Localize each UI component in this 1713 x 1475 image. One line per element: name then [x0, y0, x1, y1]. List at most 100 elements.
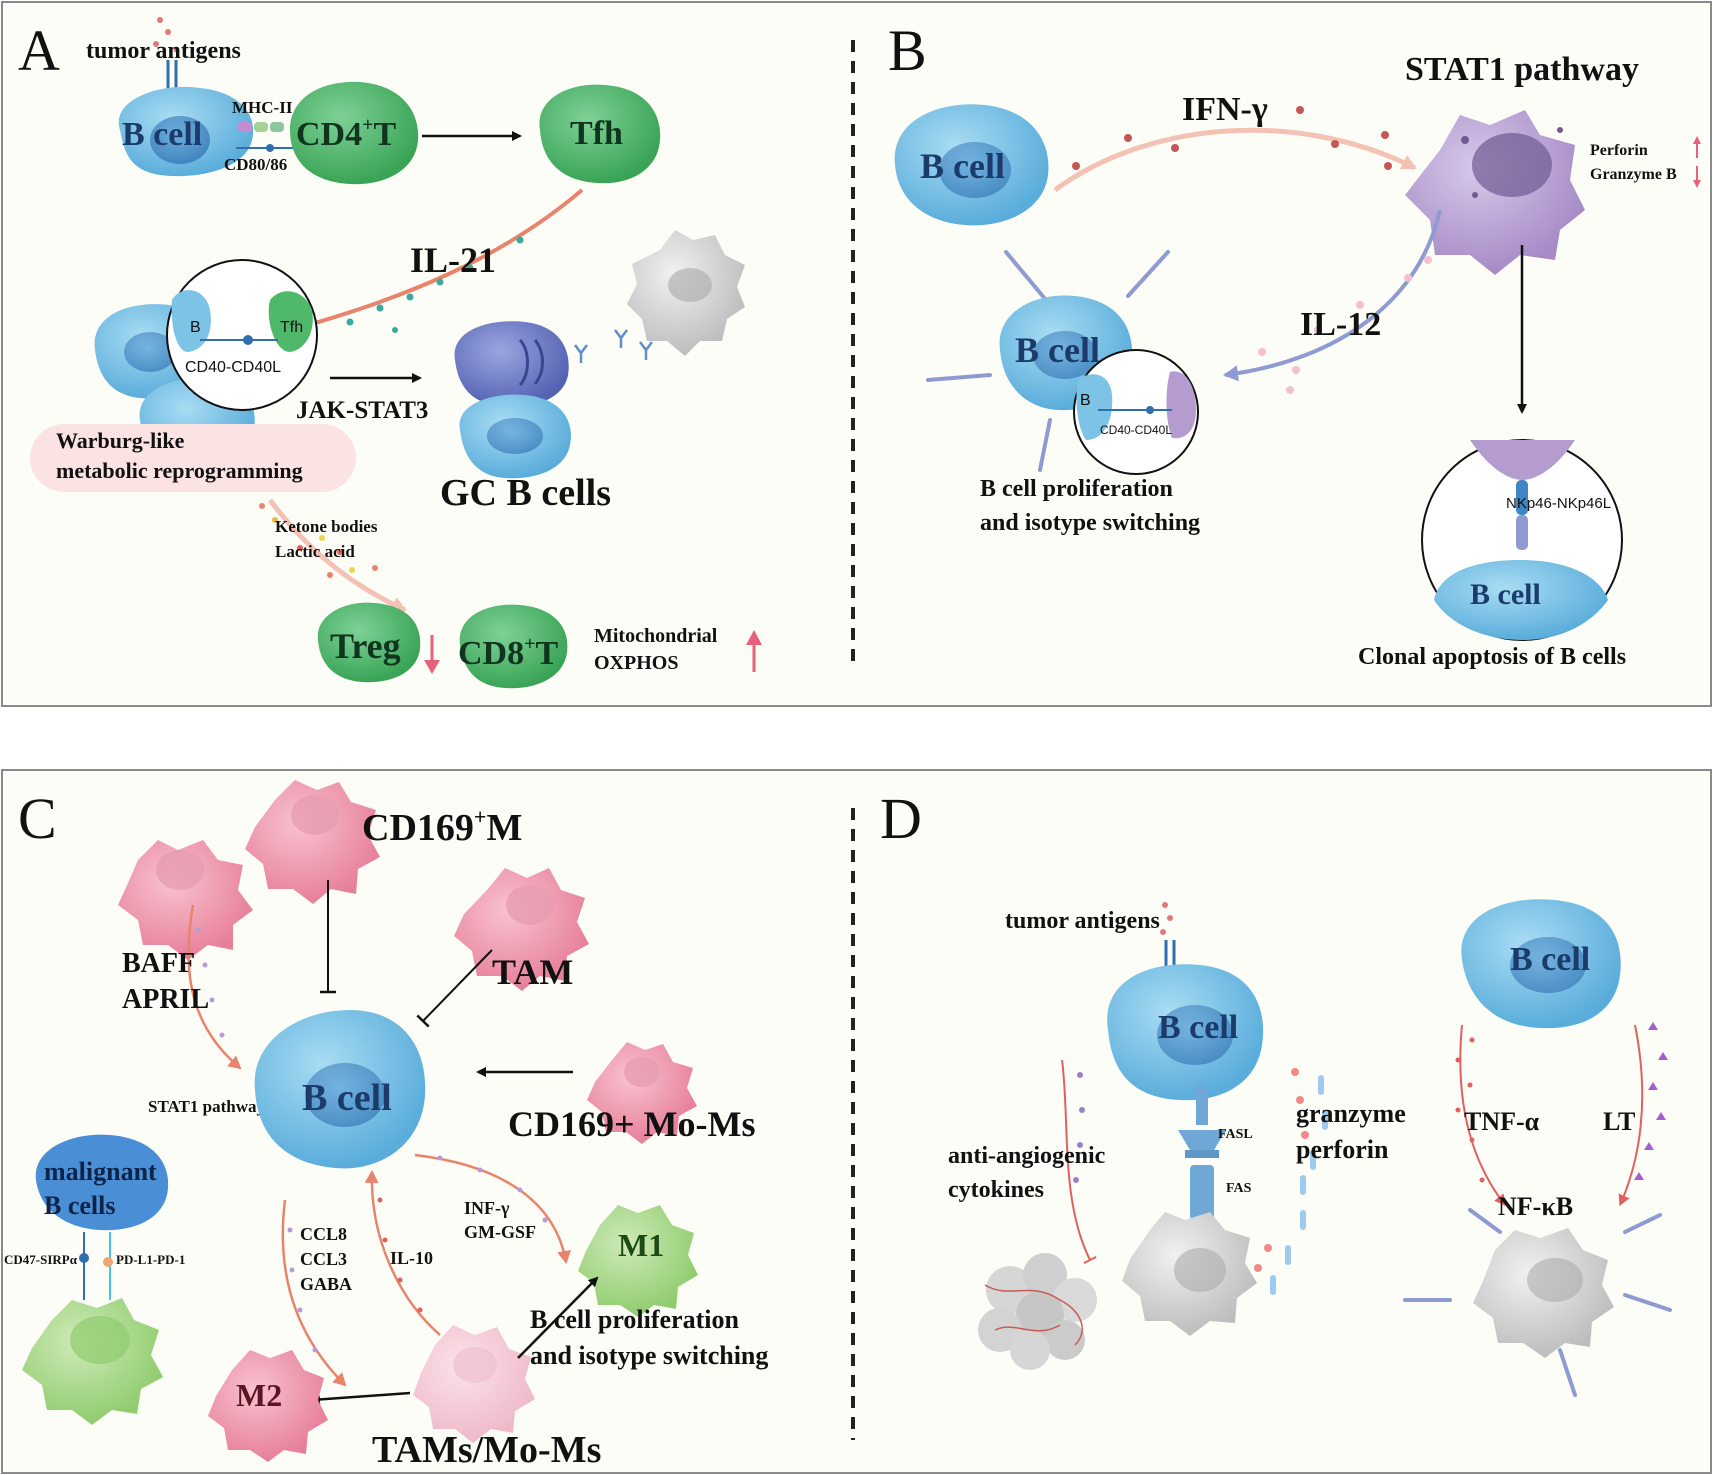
clonal-apoptosis-label: Clonal apoptosis of B cells — [1358, 644, 1626, 670]
anti-angiogenic-label-2: cytokines — [948, 1177, 1044, 1203]
infg-label: INF-γ — [464, 1198, 510, 1218]
fasl-fas-icon — [1178, 1085, 1226, 1220]
baff-dots — [195, 927, 225, 1038]
lt-arrow — [1618, 1024, 1644, 1206]
panel-letter-b: B — [888, 18, 927, 83]
baff-label: BAFF — [122, 948, 195, 979]
cd169m-label: CD169+M — [362, 804, 522, 849]
tumor-antigens-label-d: tumor antigens — [1005, 908, 1160, 934]
b-cell-right-label-d: B cell — [1510, 941, 1590, 978]
panel-b: B B cell IFN-γ STAT1 pathway Perforin Gr… — [888, 18, 1701, 670]
tam-macrophage — [454, 868, 589, 991]
gc-b-cell — [459, 394, 571, 479]
tfh-label: Tfh — [570, 115, 623, 152]
cd169-momo-label: CD169+ Mo-Ms — [508, 1104, 755, 1144]
grey-cell-a — [627, 230, 745, 356]
tnf-label: TNF-α — [1464, 1107, 1540, 1136]
nkp46-inset — [1421, 439, 1623, 641]
ccl8-label: CCL8 — [300, 1224, 347, 1244]
antigen-dots-a — [153, 17, 179, 53]
stat1-label-b: STAT1 pathway — [1405, 51, 1639, 88]
cd40-inset-b — [1073, 349, 1199, 475]
panel-letter-c: C — [18, 786, 57, 851]
cd80-86-label: CD80/86 — [224, 155, 287, 174]
macrophage-c-topleft — [118, 840, 253, 960]
april-label: APRIL — [122, 984, 209, 1015]
anti-angiogenic-label-1: anti-angiogenic — [948, 1143, 1106, 1169]
il12-label: IL-12 — [1300, 306, 1381, 343]
mhc-ii-icon — [236, 122, 300, 152]
b-cell-c — [254, 1010, 426, 1169]
perforin-up-arrow — [1693, 136, 1701, 158]
grey-cell-right-d — [1403, 1208, 1672, 1397]
cd169-momo-macrophage — [587, 1042, 697, 1144]
tams-momos-label: TAMs/Mo-Ms — [372, 1429, 601, 1471]
il21-arrow — [288, 188, 584, 334]
inset-b-label-b: B — [1080, 392, 1091, 409]
mhc-ii-label: MHC-II — [232, 98, 293, 117]
panel-a: A tumor antigens B cell MHC-II CD80/86 — [18, 17, 762, 689]
ifn-gamma-arrow — [1053, 127, 1417, 193]
grey-target-cell-d — [1122, 1212, 1257, 1336]
fas-label: FAS — [1226, 1181, 1252, 1196]
m1-label: M1 — [618, 1227, 664, 1263]
il21-label: IL-21 — [410, 240, 496, 280]
cd47-label: CD47-SIRPα — [4, 1252, 78, 1267]
il10-dots — [377, 1197, 423, 1313]
ifn-gamma-label: IFN-γ — [1182, 91, 1268, 128]
tumor-antigens-label-a: tumor antigens — [86, 38, 241, 64]
warburg-label-1: Warburg-like — [56, 428, 185, 453]
treg-down-arrow — [424, 635, 440, 674]
b-cell-label-c: B cell — [302, 1077, 392, 1119]
plasma-cell — [454, 321, 569, 407]
b-cell-mid-label-b: B cell — [1015, 330, 1100, 370]
granzyme-perforin-particles — [1254, 1068, 1328, 1295]
cd169-macrophage — [245, 780, 380, 904]
nk-cell-b — [1405, 110, 1585, 275]
inset-tfh-label-a: Tfh — [280, 319, 303, 336]
tams-momos-macrophage — [413, 1325, 535, 1443]
il12-arrow — [1223, 209, 1442, 382]
gc-b-cells-label: GC B cells — [440, 472, 611, 514]
cd8-t-label: CD8+T — [458, 633, 559, 672]
malignant-label-1: malignant — [44, 1157, 157, 1186]
green-macrophage-c — [22, 1298, 163, 1425]
lt-triangles — [1634, 1022, 1668, 1180]
b-prolif-label-2: and isotype switching — [980, 510, 1200, 536]
cd40-cd40l-label-b: CD40-CD40L — [1100, 423, 1172, 437]
il10-arrow — [364, 1170, 441, 1336]
infg-dots — [437, 1155, 548, 1223]
treg-label: Treg — [330, 626, 401, 666]
ketone-label: Ketone bodies — [275, 517, 378, 536]
panel-c: C BAFF APRIL STAT1 pathway CD169+M TAM — [4, 780, 768, 1471]
jak-stat3-label: JAK-STAT3 — [296, 397, 428, 424]
nfkb-label: NF-κB — [1498, 1192, 1573, 1221]
granzyme-label-d: granzyme — [1296, 1099, 1406, 1128]
pdl1-label: PD-L1-PD-1 — [116, 1252, 185, 1267]
malignant-label-2: B cells — [44, 1191, 116, 1220]
panel-d: D tumor antigens B cell FASL FAS — [880, 786, 1672, 1397]
tfh-cell — [539, 84, 661, 184]
perforin-label: Perforin — [1590, 142, 1648, 159]
mito-label-1: Mitochondrial — [594, 625, 718, 647]
gmgsf-label: GM-GSF — [464, 1222, 536, 1242]
granzyme-label: Granzyme B — [1590, 166, 1677, 183]
warburg-label-2: metabolic reprogramming — [56, 458, 303, 483]
tam-inhibit-line — [416, 949, 493, 1028]
c-prolif-label-1: B cell proliferation — [530, 1305, 739, 1334]
ccl-arrow — [281, 1199, 347, 1387]
stat1-label-c: STAT1 pathway — [148, 1097, 265, 1116]
b-cell-right-d — [1461, 899, 1621, 1029]
anti-angiogenic-dots — [1073, 1072, 1085, 1183]
malignant-b-cell — [35, 1134, 169, 1231]
oxphos-up-arrow — [746, 630, 762, 672]
b-cell-label-a: B cell — [122, 116, 202, 153]
b-prolif-label-1: B cell proliferation — [980, 476, 1173, 502]
tams-to-m1-arrow — [517, 1276, 599, 1359]
lactic-label: Lactic acid — [275, 542, 355, 561]
b-cell-top-b — [894, 104, 1049, 226]
panel-letter-d: D — [880, 786, 922, 851]
nkp46-label: NKp46-NKp46L — [1506, 495, 1611, 512]
gaba-label: GABA — [300, 1274, 352, 1294]
